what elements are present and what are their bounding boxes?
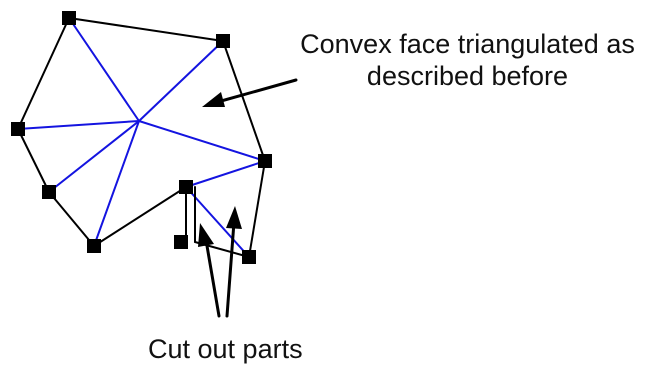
triangulation-edge [185,160,266,188]
cut-out-arrow-right [225,206,242,318]
convex-face-label: Convex face triangulated as described be… [274,28,661,92]
boundary-edge [222,40,266,162]
vertex-marker [11,122,25,136]
vertex-marker [242,250,256,264]
vertex-marker [174,235,188,249]
vertex-marker [216,34,230,48]
cut-out-arrow-left [198,223,221,318]
vertex-marker [258,154,272,168]
convex-face-label-line2: described before [366,61,569,91]
boundary-edge [48,191,95,247]
triangulation-edge [48,120,140,193]
triangulation-edges [17,17,266,258]
boundary-edge [93,186,187,247]
cut-out-parts-label: Cut out parts [148,334,303,364]
vertex-marker [42,185,56,199]
vertex-marker [62,11,76,25]
boundary-edge [68,17,224,42]
annotation-arrows [198,78,298,318]
boundary-edge [248,160,266,258]
convex-face-arrow [202,78,298,107]
triangulation-edge [93,120,140,247]
convex-face-label-line1: Convex face triangulated as [300,29,635,59]
polygon-vertices [11,11,272,264]
boundary-edge [17,128,50,193]
polygon-boundary [17,17,266,258]
triangulation-edge [138,120,266,162]
vertex-marker [87,239,101,253]
triangulation-edge [68,17,140,122]
triangulation-edge [17,120,140,130]
boundary-edge [17,17,70,130]
triangulation-edge [138,40,224,122]
triangulation-edge [185,186,250,258]
vertex-marker [179,180,193,194]
